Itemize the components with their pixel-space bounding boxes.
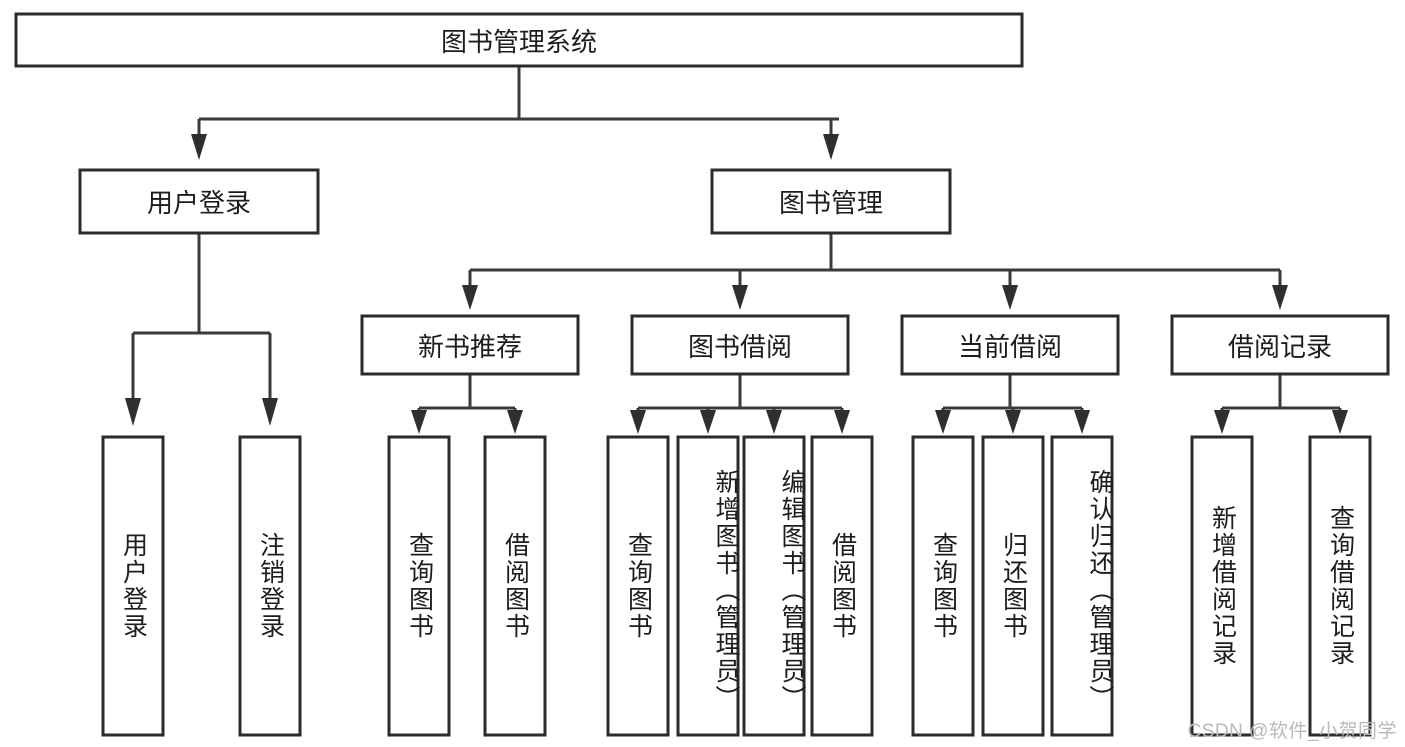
node-box-root[interactable] [14,12,1024,68]
node-box-book-borrow[interactable] [630,314,850,376]
arrow-head-borrow-record [1272,285,1288,310]
node-box-borrow-record[interactable] [1170,314,1390,376]
node-box-leaf-add-borrow-record[interactable] [1190,435,1254,737]
arrow-head-leaf-return-book [1005,410,1021,434]
arrow-head-leaf-query-books-recommend [411,410,427,434]
connector-book-borrow-to-leaves [630,374,850,434]
arrow-head-leaf-borrow-book [834,410,850,434]
connector-current-borrow-to-leaves [935,374,1090,434]
arrow-head-leaf-add-borrow-record [1214,410,1230,434]
arrow-head-book-management [823,134,839,160]
node-box-leaf-query-books-recommend[interactable] [387,435,451,737]
node-box-leaf-query-borrow-record[interactable] [1308,435,1372,737]
arrow-head-leaf-add-book-admin [700,410,716,434]
node-box-book-management[interactable] [710,168,952,235]
node-box-leaf-add-book-admin[interactable] [676,435,740,737]
node-box-user-login[interactable] [78,168,320,235]
node-box-leaf-logout[interactable] [238,435,302,737]
node-box-leaf-user-login[interactable] [101,435,165,737]
node-box-leaf-borrow-books-recommend[interactable] [483,435,547,737]
arrow-head-leaf-query-books-borrow [630,410,646,434]
connector-book-management-to-level3 [462,233,1288,310]
connector-borrow-record-to-leaves [1214,374,1348,434]
arrow-head-leaf-query-books-current [935,410,951,434]
node-box-current-borrow[interactable] [900,314,1120,376]
node-box-leaf-query-books-current[interactable] [911,435,975,737]
connector-user-login-to-leaves [125,233,278,426]
arrow-head-current-borrow [1002,285,1018,310]
arrow-head-leaf-user-login [125,398,141,426]
node-box-leaf-query-books-borrow[interactable] [606,435,670,737]
node-box-new-book-recommend[interactable] [360,314,580,376]
arrow-head-book-borrow [732,285,748,310]
arrow-head-leaf-logout [262,398,278,426]
arrow-head-leaf-query-borrow-record [1332,410,1348,434]
connector-new-book-recommend-to-leaves [411,374,523,434]
arrow-head-new-book-recommend [462,285,478,310]
node-box-leaf-confirm-return-admin[interactable] [1050,435,1114,737]
arrow-head-leaf-borrow-books-recommend [507,410,523,434]
node-box-leaf-return-book[interactable] [981,435,1045,737]
arrow-head-leaf-edit-book-admin [766,410,782,434]
node-box-leaf-edit-book-admin[interactable] [742,435,806,737]
connector-root-to-level2 [191,66,839,160]
node-box-leaf-borrow-book[interactable] [810,435,874,737]
arrow-head-user-login [191,134,207,160]
arrow-head-leaf-confirm-return-admin [1074,410,1090,434]
csdn-watermark: CSDN @软件_小贺同学 [1187,721,1397,742]
